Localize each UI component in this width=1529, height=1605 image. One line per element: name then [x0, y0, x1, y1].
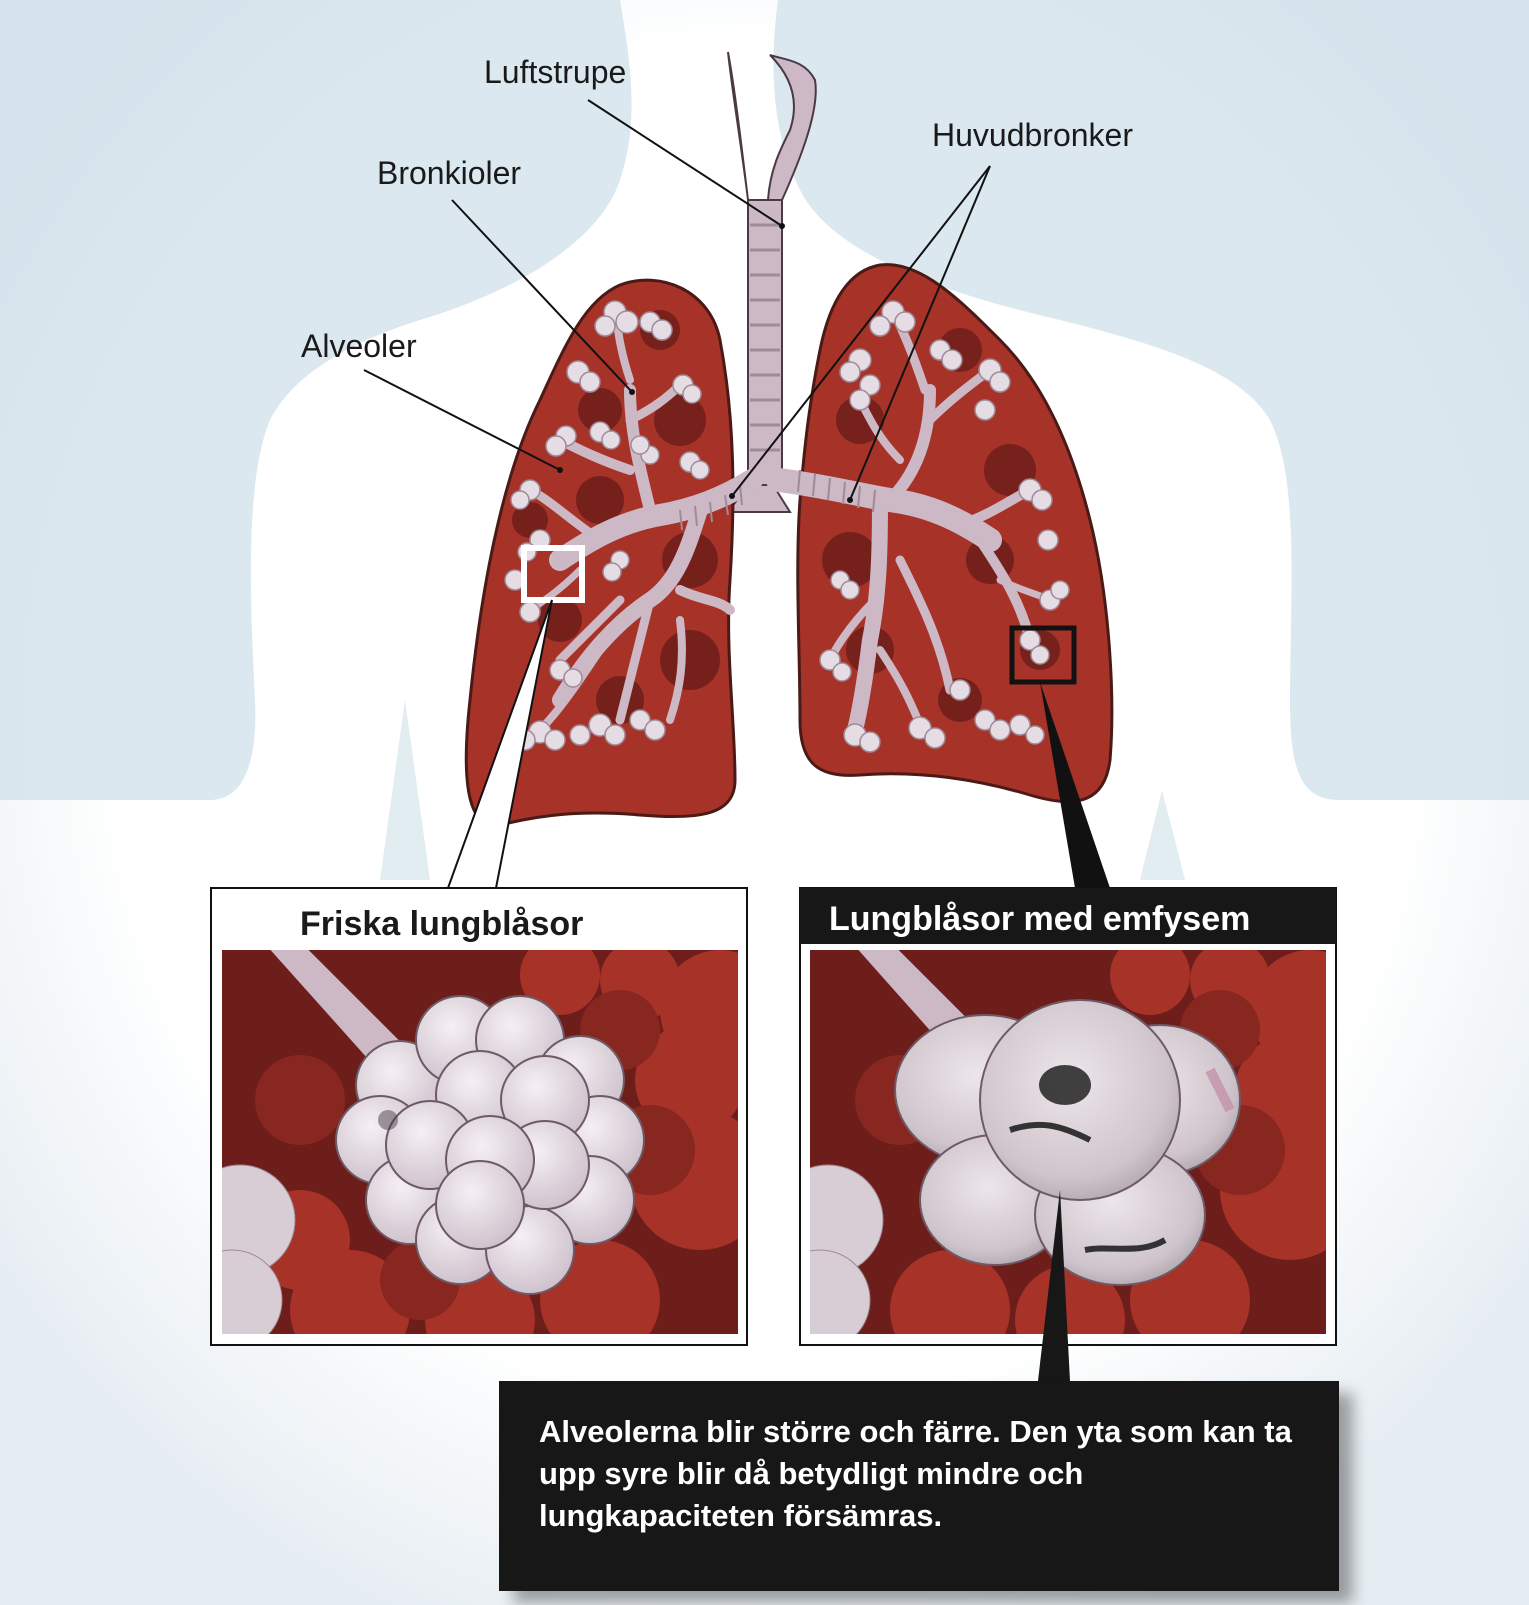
huvudbronker-leader-left	[731, 165, 991, 497]
label-alveoler: Alveoler	[301, 328, 417, 364]
body-silhouette-arm-right	[1140, 790, 1185, 880]
emphysema-zoom-box	[1009, 625, 1077, 685]
alveoler-leader	[363, 369, 561, 471]
label-bronkioler: Bronkioler	[377, 155, 521, 191]
emphysema-note: Alveolerna blir större och färre. Den yt…	[499, 1381, 1339, 1591]
label-huvudbronker: Huvudbronker	[932, 117, 1133, 153]
healthy-panel: Friska lungblåsor	[210, 887, 748, 1346]
emphysema-connector	[1040, 682, 1110, 888]
emphysema-note-text: Alveolerna blir större och färre. Den yt…	[539, 1414, 1292, 1533]
emphysema-panel: Lungblåsor med emfysem	[799, 887, 1337, 1346]
healthy-alveoli-illustration	[222, 950, 738, 1334]
emphysema-panel-title: Lungblåsor med emfysem	[829, 900, 1250, 938]
healthy-zoom-box	[521, 545, 585, 603]
healthy-panel-title: Friska lungblåsor	[300, 905, 583, 943]
note-connector	[1038, 1190, 1070, 1381]
body-silhouette	[0, 0, 632, 800]
label-luftstrupe: Luftstrupe	[484, 54, 626, 90]
luftstrupe-leader	[587, 99, 783, 227]
trachea	[726, 51, 817, 513]
body-silhouette-arm-left	[380, 700, 430, 880]
emphysema-alveoli-illustration	[810, 950, 1326, 1334]
right-lung	[766, 263, 1114, 804]
bronkioler-leader	[451, 199, 633, 393]
huvudbronker-leader-right	[849, 165, 991, 501]
